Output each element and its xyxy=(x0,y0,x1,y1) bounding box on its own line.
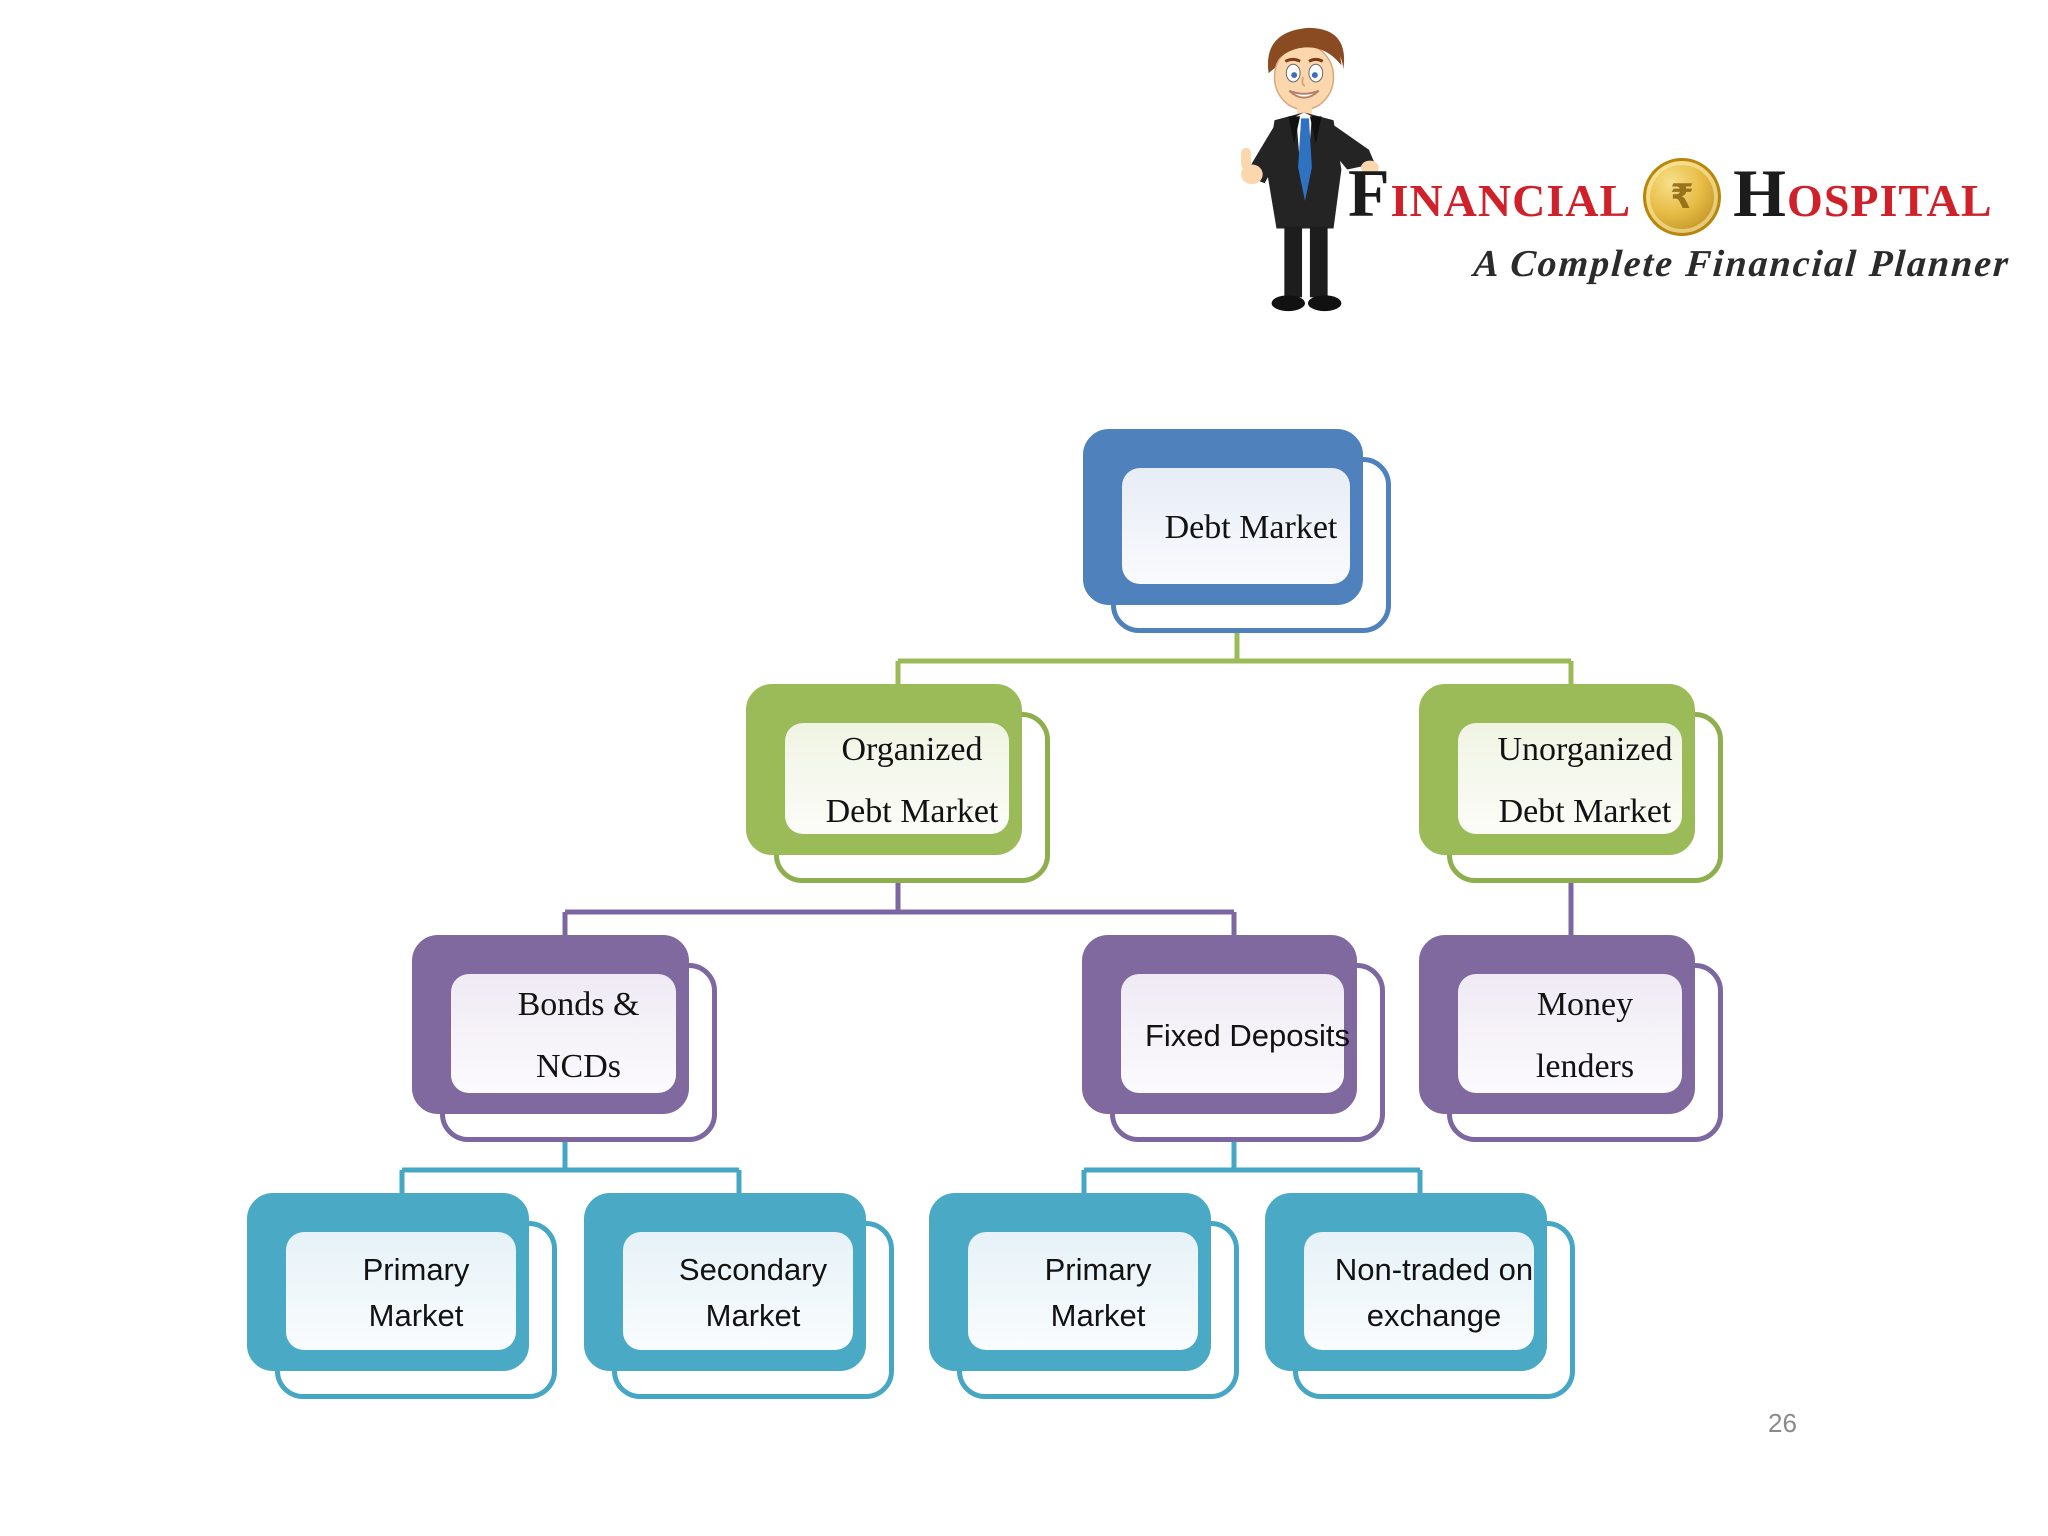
node-label: Money lenders xyxy=(1536,974,1634,1132)
node-secondary-market: Secondary Market xyxy=(584,1193,894,1399)
node-organized-debt-market: Organized Debt Market xyxy=(746,684,1050,883)
mascot-smile xyxy=(1288,89,1320,99)
mascot-right-brow xyxy=(1308,57,1324,63)
node-debt-market: Debt Market xyxy=(1083,429,1391,633)
mascot-left-lapel xyxy=(1288,116,1301,144)
node-label: Non-traded on exchange xyxy=(1335,1247,1533,1373)
mascot-fringe xyxy=(1268,33,1342,74)
node-fill xyxy=(451,974,676,1093)
brand-word-hospital: HOSPITAL xyxy=(1733,155,1993,231)
node-primary-market-bonds: Primary Market xyxy=(247,1193,557,1399)
node-label-line: Money xyxy=(1536,985,1634,1023)
node-fixed-deposits: Fixed Deposits xyxy=(1082,935,1385,1142)
node-fill xyxy=(1458,723,1682,834)
node-label-line: Organized xyxy=(841,730,983,768)
node-label-line: exchange xyxy=(1366,1298,1502,1333)
brand-word-financial: FINANCIAL xyxy=(1348,155,1632,231)
node-label-line: Debt Market xyxy=(1164,509,1338,547)
mascot-right-lapel xyxy=(1309,116,1322,144)
connector-fixeddeposits-to-children xyxy=(1081,1142,1423,1195)
node-primary-market-fd: Primary Market xyxy=(929,1193,1239,1399)
node-label: Bonds & NCDs xyxy=(518,974,640,1132)
mascot-left-pupil xyxy=(1291,72,1298,79)
node-label-line: Bonds & xyxy=(517,985,640,1023)
node-fill xyxy=(623,1232,853,1350)
node-money-lenders: Money lenders xyxy=(1419,935,1723,1142)
mascot-right-hand xyxy=(1361,160,1379,175)
node-label: Primary Market xyxy=(1045,1247,1152,1373)
node-unorganized-debt-market: Unorganized Debt Market xyxy=(1419,684,1723,883)
node-non-traded-on-exchange: Non-traded on exchange xyxy=(1265,1193,1575,1399)
node-fill xyxy=(968,1232,1198,1350)
mascot-right-shoe xyxy=(1307,295,1342,312)
node-label: Unorganized Debt Market xyxy=(1498,719,1673,877)
node-label: Debt Market xyxy=(1165,497,1338,593)
mascot-thumb xyxy=(1241,147,1251,170)
node-label-line: Market xyxy=(1050,1298,1146,1333)
node-label-line: Fixed Deposits xyxy=(1144,1017,1351,1053)
node-label: Organized Debt Market xyxy=(826,719,999,877)
node-label: Fixed Deposits xyxy=(1145,1013,1350,1093)
mascot-tie xyxy=(1298,118,1312,201)
brand-logo: FINANCIAL ₹ HOSPITAL xyxy=(1348,150,1993,244)
rupee-coin-icon: ₹ xyxy=(1643,158,1722,236)
node-label: Secondary Market xyxy=(679,1247,827,1373)
mascot-neck xyxy=(1297,106,1312,119)
mascot-left-leg xyxy=(1284,226,1303,298)
node-label-line: NCDs xyxy=(535,1047,621,1085)
node-label-line: Primary xyxy=(1044,1252,1152,1288)
node-label-line: Market xyxy=(368,1298,464,1333)
mascot-fist xyxy=(1241,164,1263,185)
connector-bonds-to-children xyxy=(399,1142,742,1195)
mascot-right-leg xyxy=(1309,226,1328,298)
node-fill xyxy=(785,723,1009,834)
node-label-line: lenders xyxy=(1535,1047,1635,1085)
node-label-line: Debt Market xyxy=(825,792,999,830)
mascot-man-illustration xyxy=(1241,27,1379,312)
node-label: Primary Market xyxy=(363,1247,470,1373)
node-label-line: Market xyxy=(705,1298,801,1333)
mascot-left-brow xyxy=(1284,57,1301,63)
rupee-symbol: ₹ xyxy=(1670,177,1694,217)
node-fill xyxy=(1304,1232,1534,1350)
node-fill xyxy=(1458,974,1682,1093)
node-label-line: Secondary xyxy=(678,1252,828,1288)
connector-organized-to-children xyxy=(562,883,1237,937)
node-label-line: Primary xyxy=(362,1252,470,1288)
connector-debtmarket-to-level2 xyxy=(895,633,1574,686)
node-label-line: Non-traded on xyxy=(1334,1252,1534,1288)
node-bonds-ncds: Bonds & NCDs xyxy=(412,935,717,1142)
node-label-line: Unorganized xyxy=(1497,730,1673,768)
page-number: 26 xyxy=(1768,1408,1797,1438)
mascot-nose xyxy=(1301,76,1306,87)
node-label-line: Debt Market xyxy=(1498,792,1672,830)
mascot-right-pupil xyxy=(1311,72,1318,79)
mascot-left-shoe xyxy=(1271,295,1305,312)
node-fill xyxy=(1121,974,1344,1093)
node-fill xyxy=(1122,468,1350,584)
node-fill xyxy=(286,1232,516,1350)
